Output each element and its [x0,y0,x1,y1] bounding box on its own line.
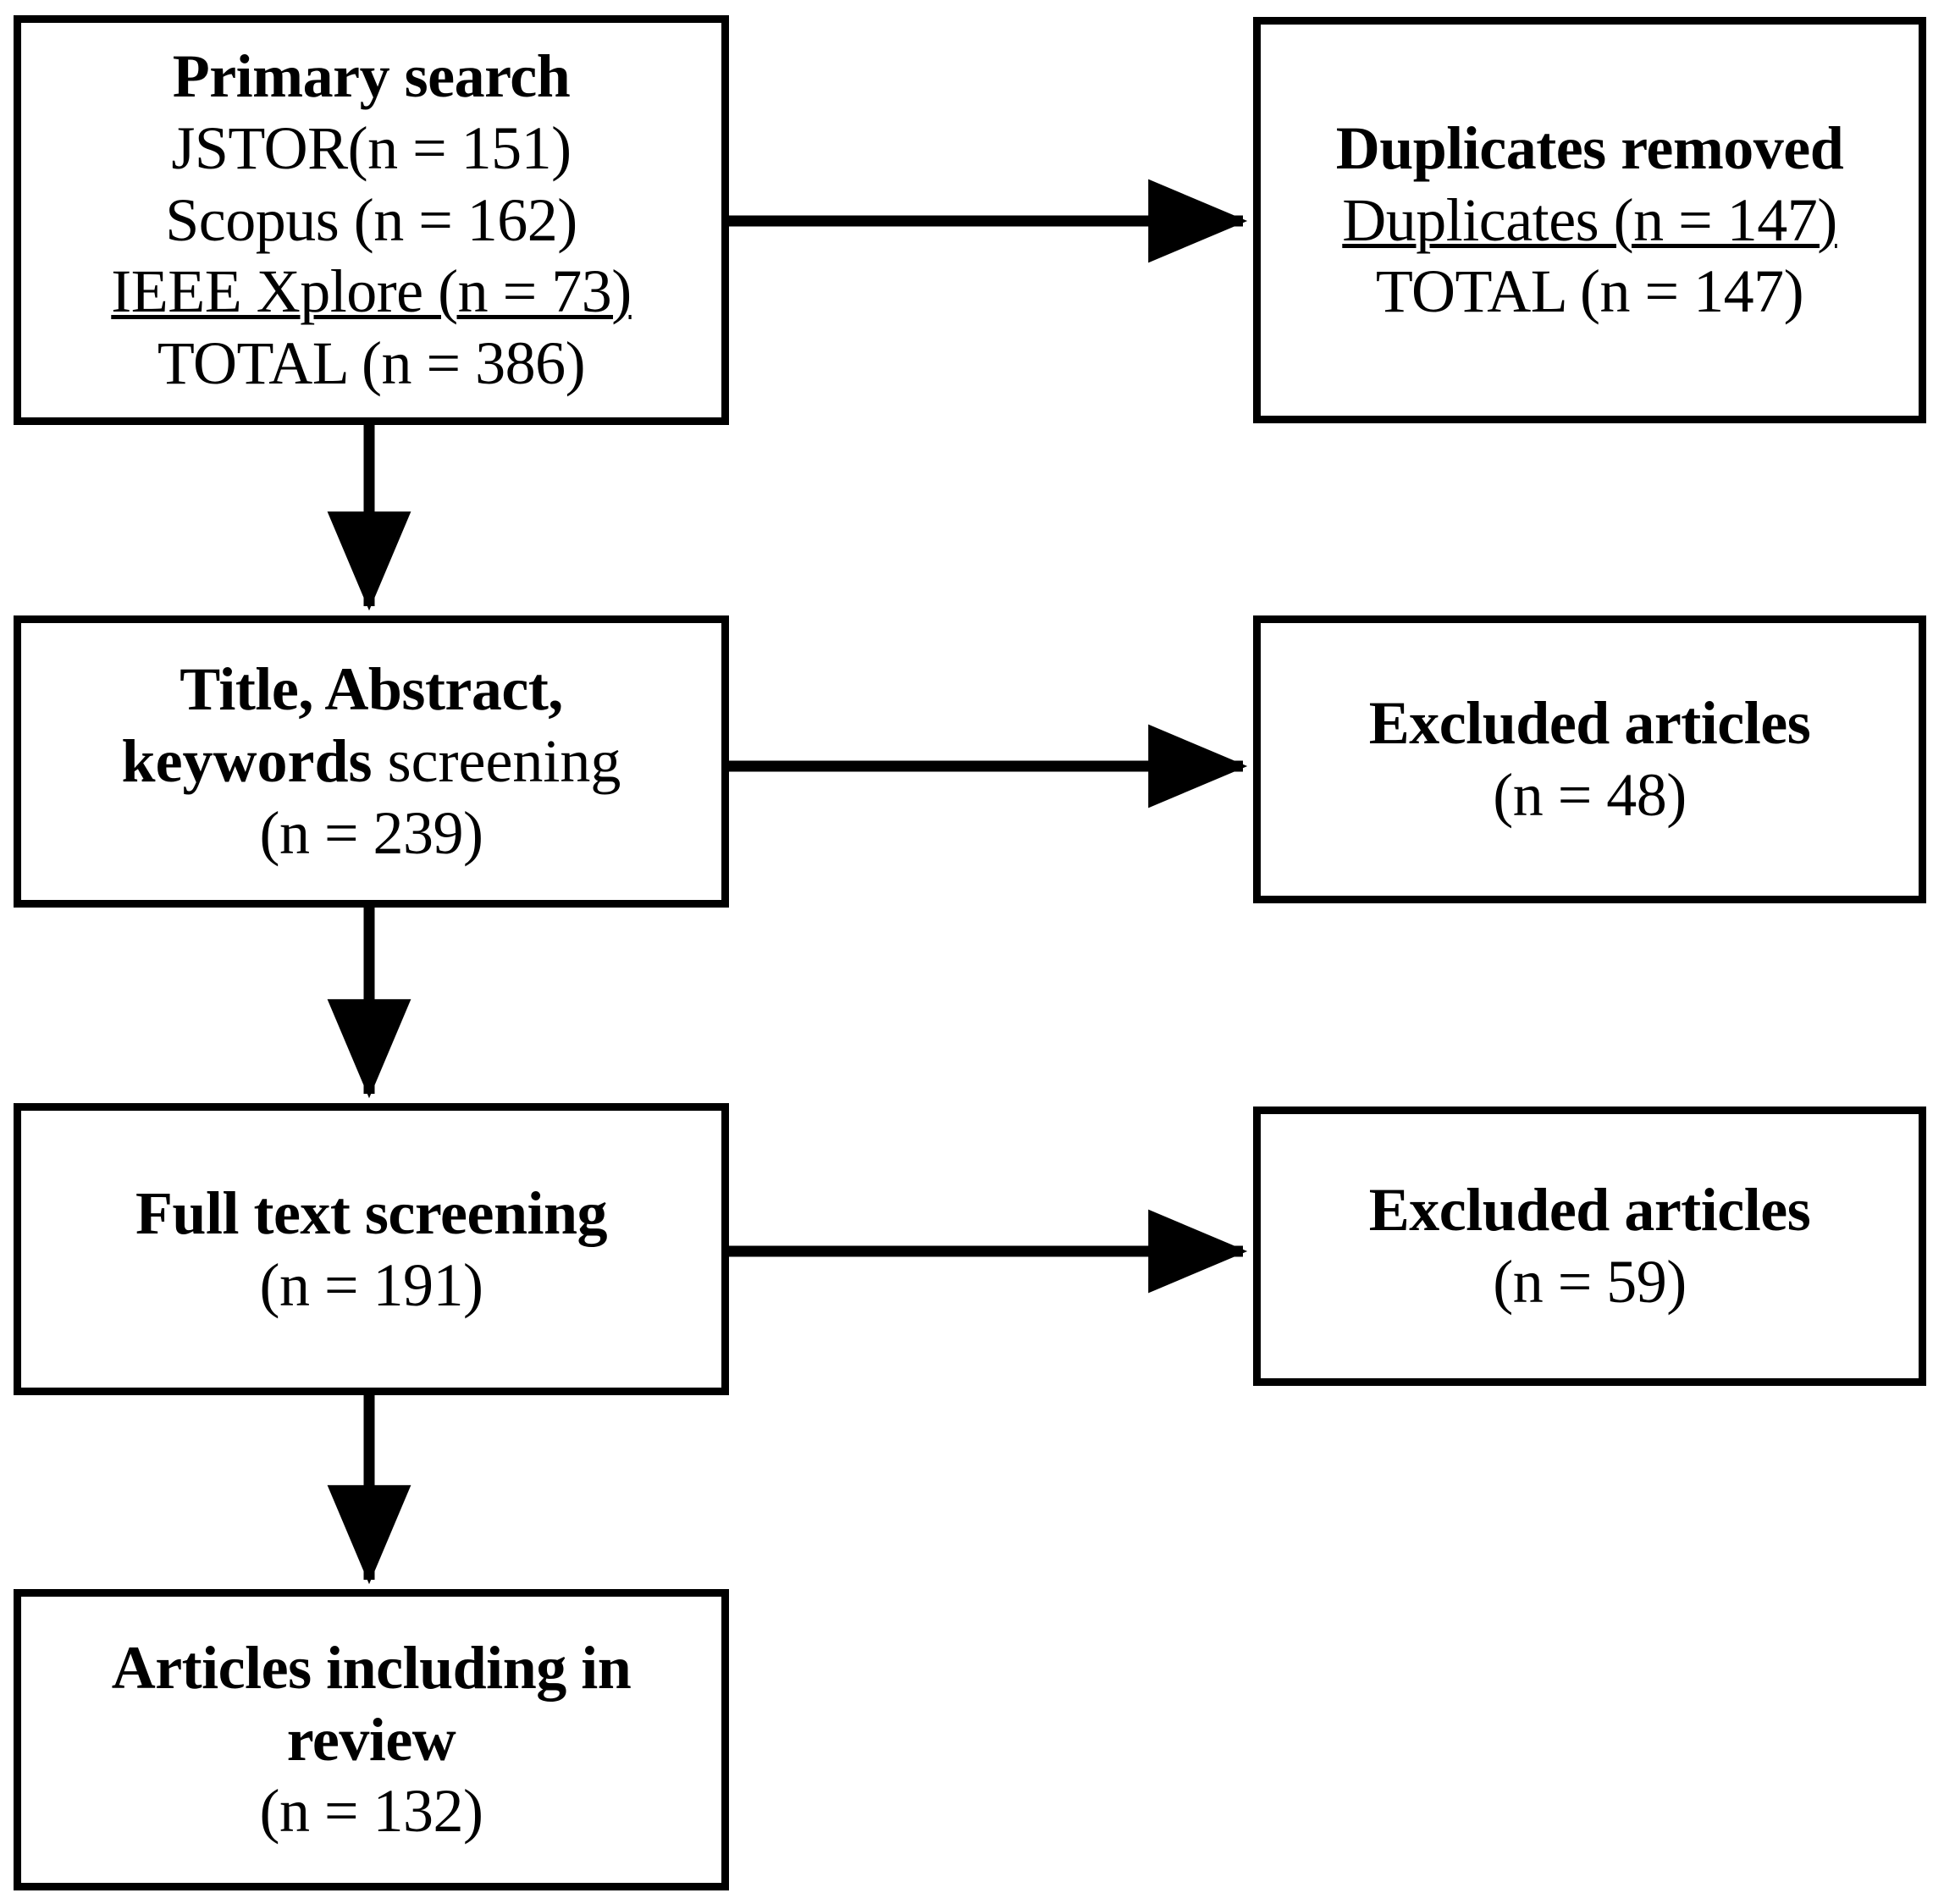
primary-search-jstor: JSTOR(n = 151) [171,113,572,182]
articles-included-heading-line-2: review [286,1705,456,1774]
full-text-screening-heading: Full text screening [135,1178,608,1247]
excluded-59-count: (n = 59) [1493,1248,1687,1316]
title-screening-heading-line-2: keywords screening [122,726,621,797]
articles-included-heading-line-1: Articles including in [111,1633,632,1702]
primary-search-ieee-xplore: IEEE Xplore (n = 73) [111,257,632,326]
box-articles-including-in-review: Articles including in review (n = 132) [14,1589,729,1890]
duplicates-total: TOTAL (n = 147) [1375,257,1804,326]
excluded-59-heading: Excluded articles [1368,1176,1811,1244]
articles-included-count: (n = 132) [259,1777,483,1846]
box-excluded-articles-59: Excluded articles (n = 59) [1253,1107,1926,1386]
full-text-screening-count: (n = 191) [259,1250,483,1319]
title-screening-keywords-word: keywords [121,727,373,796]
excluded-48-count: (n = 48) [1493,761,1687,829]
title-screening-count: (n = 239) [259,798,483,867]
box-duplicates-removed: Duplicates removed Duplicates (n = 147) … [1253,17,1926,423]
box-title-abstract-keywords-screening: Title, Abstract, keywords screening (n =… [14,615,729,908]
primary-search-total: TOTAL (n = 386) [157,329,586,398]
box-full-text-screening: Full text screening (n = 191) [14,1103,729,1395]
primary-search-scopus: Scopus (n = 162) [165,185,577,254]
title-screening-heading-line-1: Title, Abstract, [179,655,563,724]
box-primary-search: Primary search JSTOR(n = 151) Scopus (n … [14,15,729,425]
title-screening-screening-word: screening [372,727,621,796]
primary-search-heading: Primary search [172,41,571,110]
duplicates-removed-heading: Duplicates removed [1335,113,1844,182]
excluded-48-heading: Excluded articles [1368,689,1811,758]
box-excluded-articles-48: Excluded articles (n = 48) [1253,615,1926,903]
duplicates-count: Duplicates (n = 147) [1342,185,1837,254]
